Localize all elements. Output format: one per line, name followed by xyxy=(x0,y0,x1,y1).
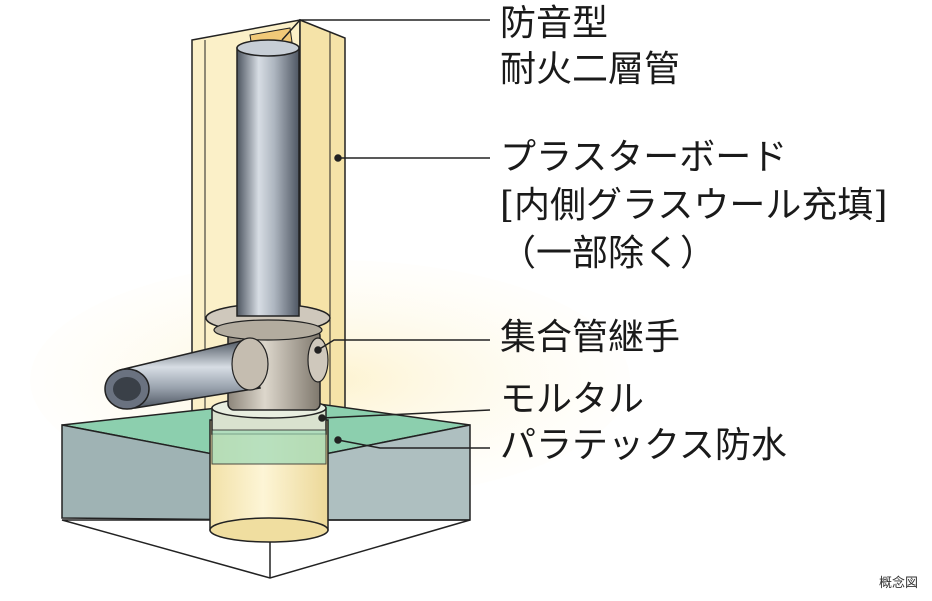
label-joint: 集合管継手 xyxy=(500,317,681,358)
label-mortar: モルタル xyxy=(500,379,645,420)
label-board-line1: プラスターボード xyxy=(500,137,788,178)
label-waterproof: パラテックス防水 xyxy=(500,425,787,466)
label-board-line3: （一部除く） xyxy=(500,233,717,274)
branch-pipe xyxy=(104,337,269,410)
label-pipe-line2: 耐火二層管 xyxy=(500,49,681,90)
label-board-line2: [内側グラスウール充填] xyxy=(500,185,888,226)
vertical-pipe xyxy=(236,39,300,317)
concept-note: 概念図 xyxy=(878,576,918,591)
label-pipe-line1: 防音型 xyxy=(500,3,609,44)
leader-lines xyxy=(281,19,491,449)
